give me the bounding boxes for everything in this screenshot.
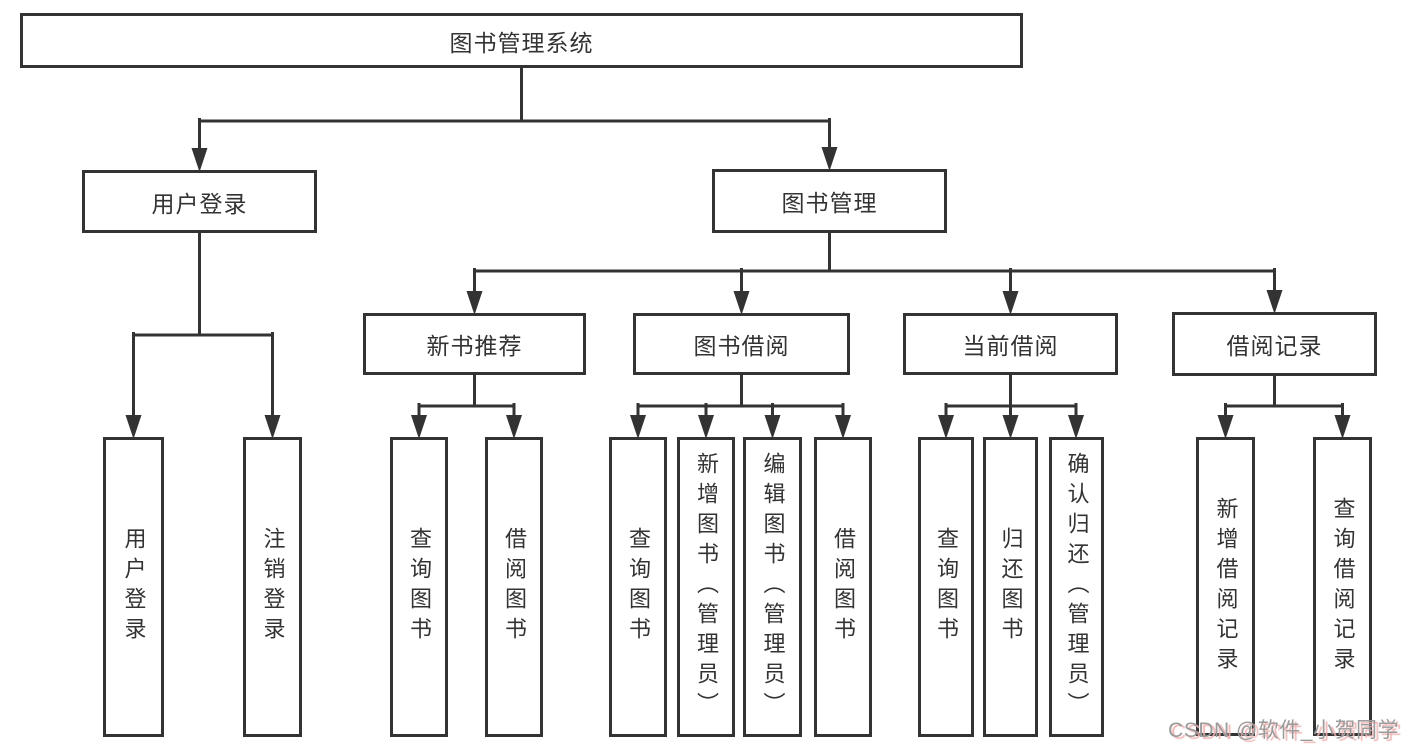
node-user-login-label: 用户登录: [151, 190, 248, 217]
leaf-add-borrow-record: 新增借阅记录: [1196, 437, 1255, 736]
leaf-borrow-book-label: 借阅图书: [831, 527, 856, 647]
leaf-add-borrow-record-label: 新增借阅记录: [1213, 496, 1239, 677]
leaf-query-book-recommend-label: 查询图书: [407, 527, 432, 647]
node-root: 图书管理系统: [20, 13, 1023, 68]
leaf-query-book-borrow-label: 查询图书: [626, 527, 651, 647]
leaf-borrow-book-recommend-label: 借阅图书: [502, 527, 527, 647]
connector-book-mgmt-group: [473, 231, 1276, 299]
node-current-borrow: 当前借阅: [903, 313, 1118, 375]
leaf-query-book-current-label: 查询图书: [934, 527, 959, 647]
node-user-login: 用户登录: [82, 170, 317, 233]
leaf-query-book-borrow: 查询图书: [609, 437, 667, 737]
node-borrow-records-label: 借阅记录: [1226, 333, 1323, 359]
leaf-return-book: 归还图书: [983, 437, 1038, 737]
leaf-logout: 注销登录: [243, 437, 302, 737]
arrowheads: [125, 147, 1351, 439]
node-root-label: 图书管理系统: [449, 29, 594, 56]
node-book-management: 图书管理: [712, 169, 947, 233]
connector-root: [198, 66, 831, 154]
leaf-borrow-book-recommend: 借阅图书: [485, 437, 543, 737]
leaf-user-login: 用户登录: [103, 437, 164, 737]
node-new-book-recommend-label: 新书推荐: [426, 333, 523, 359]
leaf-query-borrow-record: 查询借阅记录: [1313, 437, 1372, 736]
leaf-return-book-label: 归还图书: [998, 527, 1024, 647]
leaf-query-book-recommend: 查询图书: [390, 437, 448, 737]
leaf-edit-book-admin: 编辑图书（管理员）: [743, 437, 802, 737]
leaf-confirm-return-admin: 确认归还（管理员）: [1049, 437, 1104, 737]
node-book-management-label: 图书管理: [781, 190, 878, 216]
connector-current-borrow-group: [944, 373, 1078, 425]
node-new-book-recommend: 新书推荐: [363, 313, 586, 375]
connector-user-login-group: [132, 231, 274, 423]
connector-new-book-group: [417, 373, 516, 425]
leaf-query-book-current: 查询图书: [918, 437, 974, 737]
leaf-edit-book-admin-label: 编辑图书（管理员）: [760, 452, 786, 722]
leaf-query-borrow-record-label: 查询借阅记录: [1330, 496, 1356, 677]
leaf-user-login-label: 用户登录: [121, 527, 147, 647]
leaf-confirm-return-admin-label: 确认归还（管理员）: [1064, 452, 1090, 722]
csdn-watermark: CSDN @软件_小贺同学: [1168, 719, 1399, 742]
node-borrow-records: 借阅记录: [1172, 312, 1377, 376]
leaf-add-book-admin-label: 新增图书（管理员）: [694, 452, 719, 722]
node-current-borrow-label: 当前借阅: [962, 333, 1059, 359]
node-book-borrow: 图书借阅: [633, 313, 850, 375]
leaf-borrow-book: 借阅图书: [814, 437, 872, 737]
connector-records-group: [1224, 374, 1344, 425]
connector-book-borrow-group: [636, 373, 845, 425]
leaf-logout-label: 注销登录: [260, 527, 286, 647]
leaf-add-book-admin: 新增图书（管理员）: [677, 437, 735, 737]
node-book-borrow-label: 图书借阅: [693, 333, 790, 359]
